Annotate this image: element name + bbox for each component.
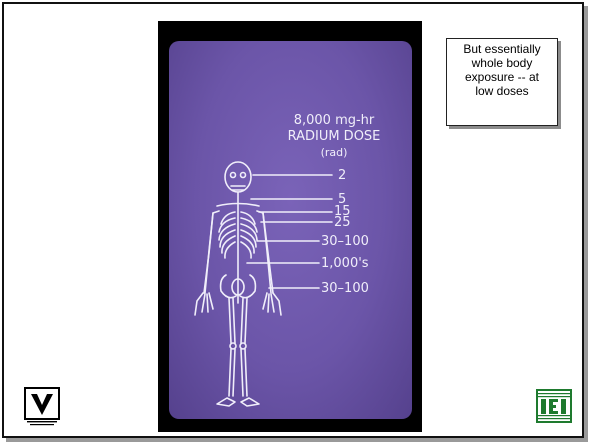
dose-label-limbs: 30–100 — [321, 281, 369, 296]
callout-line-2: whole body — [447, 56, 557, 70]
callout-box: But essentially whole body exposure -- a… — [446, 38, 558, 126]
dose-label-skull: 2 — [338, 168, 346, 183]
dose-label-pelvis: 1,000's — [321, 256, 369, 271]
callout-line-1: But essentially — [447, 42, 557, 56]
vanderbilt-logo-icon — [24, 387, 60, 427]
dose-label-spine: 30–100 — [321, 234, 369, 249]
callout-line-4: low doses — [447, 84, 557, 98]
dose-label-ribs: 25 — [334, 215, 351, 230]
callout-line-3: exposure -- at — [447, 70, 557, 84]
iei-logo-icon — [536, 389, 572, 423]
photo-frame: 8,000 mg-hr RADIUM DOSE (rad) — [158, 21, 422, 432]
radium-dose-slide-photo: 8,000 mg-hr RADIUM DOSE (rad) — [169, 41, 412, 419]
skeleton-diagram-icon — [169, 41, 412, 419]
